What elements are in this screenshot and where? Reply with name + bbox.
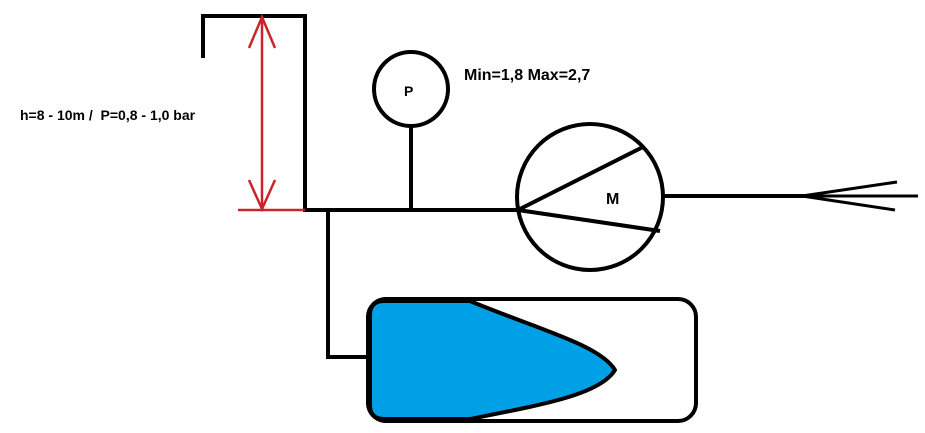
motor-blade-upper (517, 145, 644, 212)
riser-pipe (201, 14, 307, 210)
height-arrow-bottom (247, 179, 277, 213)
height-arrow-top (247, 13, 277, 49)
motor-letter: M (606, 191, 619, 208)
tank-supply-pipe (326, 210, 374, 359)
spray-line-lower (801, 194, 896, 212)
gauge-letter: P (404, 83, 413, 99)
tank-water (368, 299, 617, 421)
spray-line-upper (801, 180, 898, 198)
motor-blade-lower (517, 208, 661, 233)
height-pressure-label: h=8 - 10m / P=0,8 - 1,0 bar (20, 107, 196, 123)
gauge-range-label: Min=1,8 Max=2,7 (464, 67, 590, 84)
pressure-gauge (372, 50, 450, 128)
